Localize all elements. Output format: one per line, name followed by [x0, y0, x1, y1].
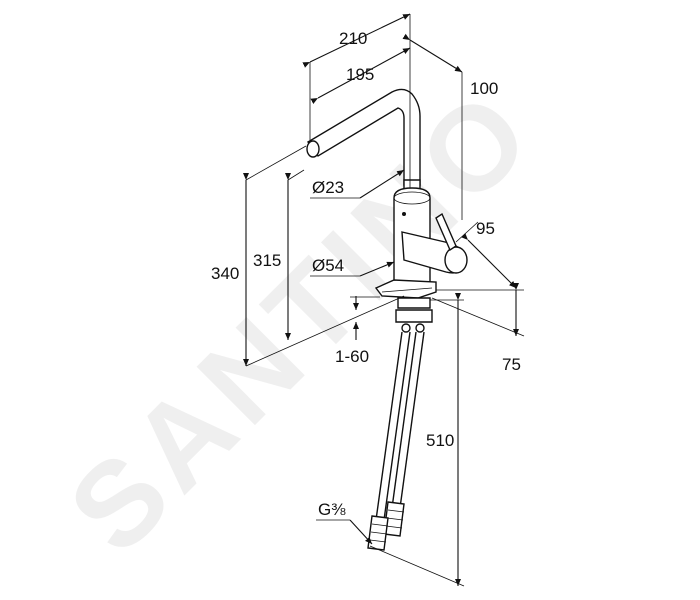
supply-hose-right — [391, 331, 417, 509]
mounting-bolt-2 — [415, 323, 425, 333]
dim-195-label: 195 — [346, 65, 374, 84]
base-plate-rim — [381, 287, 433, 293]
mounting-stud — [397, 297, 431, 309]
spout-outlet — [306, 140, 320, 158]
base-plate — [374, 279, 437, 299]
watermark-text: SANTINO — [44, 62, 560, 578]
mounting-bolt-1 — [401, 323, 411, 333]
supply-hose-left — [375, 331, 403, 521]
mounting-nut — [395, 309, 433, 323]
dimension-labels: 210 195 100 Ø23 95 340 315 Ø54 1-60 75 5… — [211, 29, 521, 519]
dimension-lines — [243, 13, 525, 587]
faucet — [306, 88, 468, 551]
body-top — [393, 191, 431, 205]
supply-hose-left-b — [383, 331, 411, 521]
dim-thread-label: G⅜ — [318, 500, 346, 519]
dim-1-60-label: 1-60 — [335, 347, 369, 366]
dim-340-label: 340 — [211, 264, 239, 283]
dim-dia23-label: Ø23 — [312, 178, 344, 197]
dim-dia54-label: Ø54 — [312, 256, 344, 275]
dim-95-label: 95 — [476, 219, 495, 238]
dim-315-label: 315 — [253, 251, 281, 270]
lever-handle — [435, 212, 457, 252]
dim-210-label: 210 — [339, 29, 367, 48]
supply-hose-right-b — [399, 331, 425, 509]
dim-510-label: 510 — [426, 431, 454, 450]
watermark: SANTINO — [44, 62, 560, 578]
dim-100-label: 100 — [470, 79, 498, 98]
dim-75-label: 75 — [502, 355, 521, 374]
lever-cap — [444, 246, 468, 274]
body-mark — [402, 212, 406, 216]
fitting-stripes — [369, 509, 405, 543]
